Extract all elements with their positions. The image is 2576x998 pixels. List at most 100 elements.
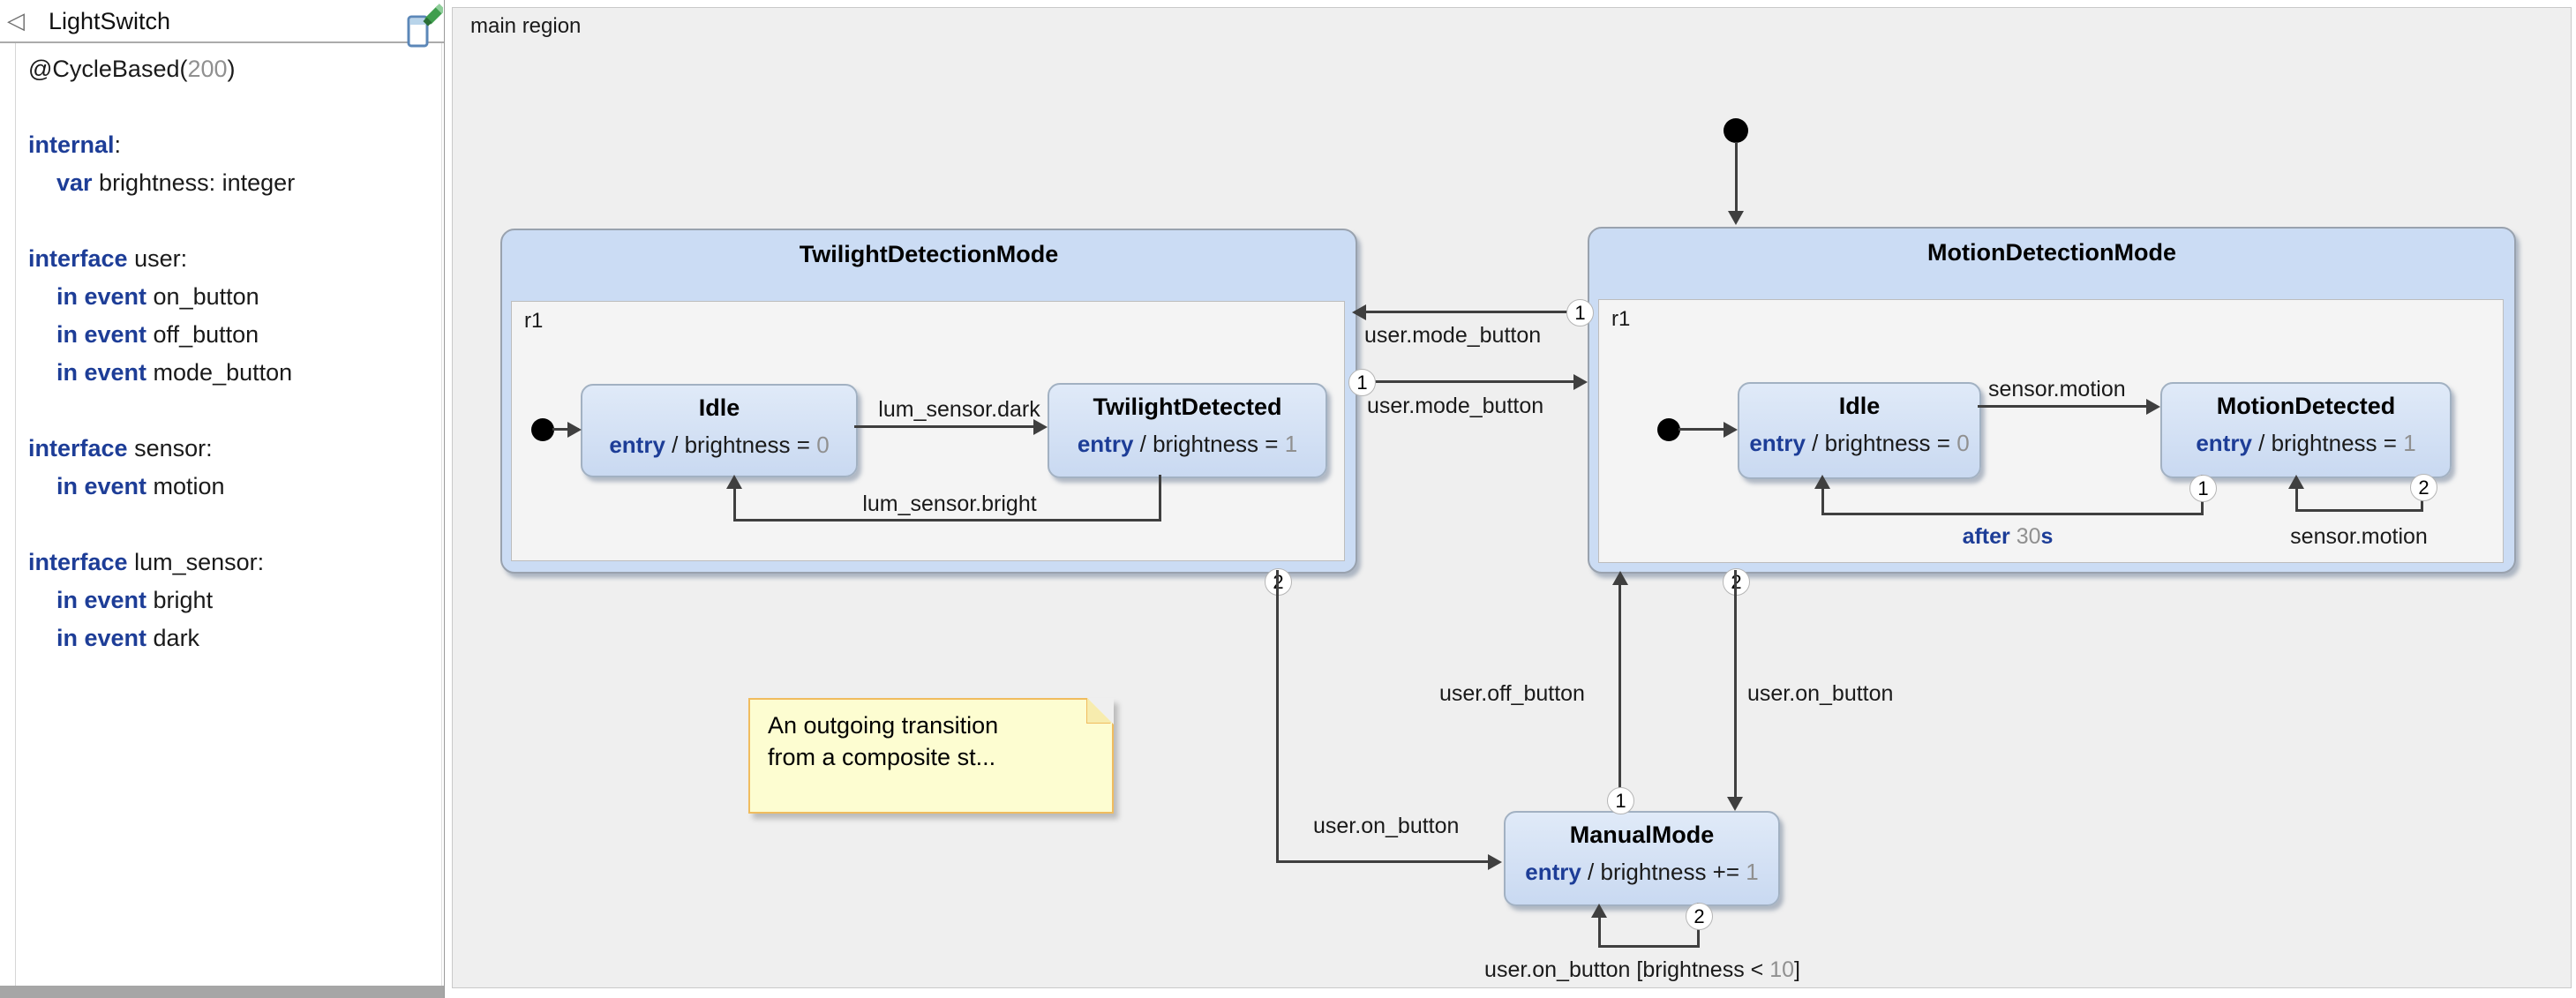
priority-badge: 1 bbox=[1348, 369, 1376, 396]
declaration-blank-line[interactable] bbox=[15, 88, 439, 126]
state-entry-action: entry / brightness = 0 bbox=[609, 431, 830, 458]
state-motion-idle[interactable]: Idle entry / brightness = 0 bbox=[1738, 382, 1981, 479]
arrowhead-icon bbox=[1488, 854, 1502, 870]
declaration-line[interactable]: internal: bbox=[28, 131, 122, 158]
transition-lum-dark[interactable] bbox=[854, 425, 1035, 428]
panel-bottom-strip bbox=[0, 986, 444, 998]
initial-state-dot[interactable] bbox=[531, 418, 554, 441]
transition-initial-motion[interactable] bbox=[1679, 428, 1724, 431]
transition-manual-to-motion[interactable] bbox=[1618, 583, 1621, 811]
declaration-line[interactable]: in event on_button bbox=[56, 283, 259, 310]
priority-badge: 1 bbox=[2189, 475, 2217, 502]
arrowhead-icon bbox=[1612, 571, 1628, 585]
transition-lum-bright[interactable] bbox=[1159, 475, 1161, 522]
edit-definition-icon[interactable] bbox=[399, 4, 443, 48]
arrowhead-icon bbox=[2288, 475, 2304, 489]
composite-title: MotionDetectionMode bbox=[1927, 239, 2176, 266]
transition-mode-to-twilight[interactable] bbox=[1366, 311, 1588, 313]
priority-badge: 1 bbox=[1607, 787, 1634, 814]
transition-manual-self[interactable] bbox=[1598, 917, 1601, 948]
diagram-canvas[interactable]: main region TwilightDetectionMode r1 Mot… bbox=[452, 7, 2572, 988]
arrowhead-icon bbox=[1727, 797, 1743, 811]
transition-label-after-30s[interactable]: after 30s bbox=[1962, 524, 2054, 549]
priority-badge: 2 bbox=[1686, 903, 1713, 930]
transition-label-manual-self[interactable]: user.on_button [brightness < 10] bbox=[1484, 957, 1800, 982]
main-region-label: main region bbox=[470, 14, 582, 38]
arrowhead-icon bbox=[567, 422, 582, 438]
declaration-line[interactable]: in event off_button bbox=[56, 321, 259, 348]
arrowhead-icon bbox=[726, 475, 742, 489]
transition-initial-twilight[interactable] bbox=[552, 428, 579, 431]
declaration-line[interactable]: @CycleBased(200) bbox=[28, 56, 236, 82]
collapse-panel-icon[interactable]: ◁ bbox=[7, 7, 25, 34]
transition-motion-self[interactable] bbox=[2295, 488, 2298, 512]
declaration-line[interactable]: interface lum_sensor: bbox=[28, 549, 265, 575]
arrowhead-icon bbox=[1814, 475, 1830, 489]
transition-motion-to-manual[interactable] bbox=[1734, 570, 1737, 799]
declaration-line[interactable]: in event bright bbox=[56, 587, 214, 613]
panel-inner-divider bbox=[441, 43, 442, 986]
note-text: An outgoing transition bbox=[768, 712, 999, 739]
arrowhead-icon bbox=[2146, 399, 2160, 415]
state-twilight-detected[interactable]: TwilightDetected entry / brightness = 1 bbox=[1048, 383, 1327, 478]
editor-gutter-divider bbox=[15, 43, 16, 986]
note-text: from a composite st... bbox=[768, 744, 996, 770]
initial-state-dot[interactable] bbox=[1724, 118, 1748, 143]
transition-twilight-to-mode[interactable] bbox=[1354, 380, 1575, 383]
transition-sensor-motion[interactable] bbox=[1978, 405, 2148, 408]
transition-manual-self[interactable] bbox=[1598, 945, 1700, 948]
declaration-line[interactable]: interface user: bbox=[28, 245, 188, 272]
declaration-blank-line[interactable] bbox=[15, 392, 439, 430]
declaration-blank-line[interactable] bbox=[15, 506, 439, 544]
priority-badge: 1 bbox=[1566, 299, 1594, 326]
declaration-line[interactable]: in event dark bbox=[56, 625, 200, 651]
arrowhead-icon bbox=[1573, 374, 1588, 390]
priority-badge: 2 bbox=[2410, 474, 2437, 501]
state-entry-action: entry / brightness = 0 bbox=[1749, 430, 1970, 456]
declaration-line[interactable]: var brightness: integer bbox=[56, 169, 296, 196]
transition-label-mode-button[interactable]: user.mode_button bbox=[1367, 394, 1544, 418]
state-twilight-idle[interactable]: Idle entry / brightness = 0 bbox=[581, 384, 858, 477]
state-title: Idle bbox=[1838, 393, 1881, 419]
state-entry-action: entry / brightness += 1 bbox=[1525, 859, 1759, 885]
transition-twilight-to-manual[interactable] bbox=[1276, 570, 1279, 863]
region-label: r1 bbox=[524, 309, 544, 333]
transition-twilight-to-manual[interactable] bbox=[1276, 860, 1490, 863]
transition-after-30s[interactable] bbox=[1821, 488, 1824, 515]
state-entry-action: entry / brightness = 1 bbox=[2196, 430, 2416, 456]
arrowhead-icon bbox=[1591, 904, 1607, 918]
transition-label-lum-bright[interactable]: lum_sensor.bright bbox=[862, 491, 1037, 516]
transition-label-mode-button[interactable]: user.mode_button bbox=[1364, 323, 1542, 348]
state-manual-mode[interactable]: ManualMode entry / brightness += 1 bbox=[1504, 811, 1780, 906]
transition-label-motion-self[interactable]: sensor.motion bbox=[2290, 524, 2428, 549]
arrowhead-icon bbox=[1728, 211, 1744, 225]
transition-initial-top[interactable] bbox=[1735, 142, 1738, 214]
state-title: MotionDetected bbox=[2216, 393, 2396, 419]
declaration-line[interactable]: interface sensor: bbox=[28, 435, 213, 461]
state-title: Idle bbox=[698, 394, 740, 421]
arrowhead-icon bbox=[1352, 304, 1366, 320]
transition-motion-self[interactable] bbox=[2295, 509, 2423, 512]
panel-title-bar: ◁ LightSwitch bbox=[0, 0, 444, 48]
statechart-name: LightSwitch bbox=[49, 8, 171, 34]
state-title: TwilightDetected bbox=[1093, 394, 1282, 420]
transition-label-on-button[interactable]: user.on_button bbox=[1747, 681, 1894, 706]
declaration-blank-line[interactable] bbox=[15, 202, 439, 240]
transition-label-lum-dark[interactable]: lum_sensor.dark bbox=[878, 397, 1040, 422]
transition-after-30s[interactable] bbox=[1821, 513, 2204, 515]
arrowhead-icon bbox=[1033, 419, 1048, 435]
state-motion-detected[interactable]: MotionDetected entry / brightness = 1 bbox=[2160, 382, 2452, 478]
transition-label-off-button[interactable]: user.off_button bbox=[1439, 681, 1585, 706]
transition-lum-bright[interactable] bbox=[733, 519, 1161, 522]
arrowhead-icon bbox=[1724, 422, 1738, 438]
transition-label-on-button[interactable]: user.on_button bbox=[1313, 814, 1460, 838]
state-entry-action: entry / brightness = 1 bbox=[1077, 431, 1298, 457]
declaration-line[interactable]: in event mode_button bbox=[56, 359, 293, 386]
initial-state-dot[interactable] bbox=[1657, 418, 1680, 441]
transition-lum-bright[interactable] bbox=[733, 488, 736, 522]
declaration-text-area[interactable]: @CycleBased(200) internal: var brightness:… bbox=[15, 50, 439, 657]
declaration-line[interactable]: in event motion bbox=[56, 473, 225, 499]
diagram-note[interactable]: An outgoing transition from a composite … bbox=[748, 698, 1114, 814]
transition-label-sensor-motion[interactable]: sensor.motion bbox=[1988, 377, 2126, 401]
